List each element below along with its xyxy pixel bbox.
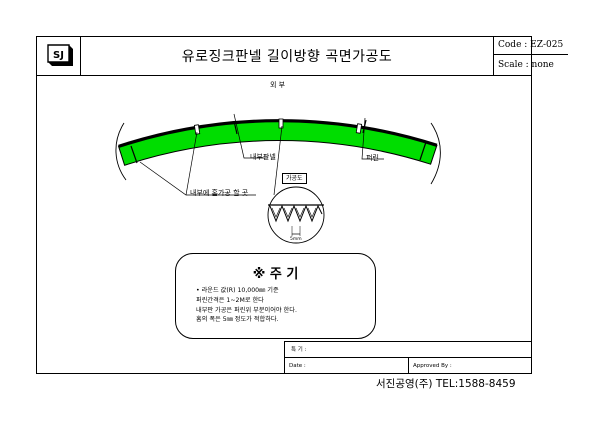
note-line: 내부판 가공은 퍼린위 부분이어야 한다. — [196, 306, 297, 314]
groove-marks — [193, 118, 363, 135]
detail-label: 가공도 — [282, 173, 307, 184]
date-field: Date : — [285, 358, 409, 374]
curved-panel-body — [117, 120, 438, 166]
outer-label: 외 부 — [270, 81, 286, 89]
info-block: 특 기 : Date : Approved By : — [284, 341, 532, 374]
title-block: SJ 유로징크판넬 길이방향 곡면가공도 Code : EZ-025 Scale… — [36, 36, 568, 76]
notes-title: ※ 주 기 — [252, 267, 299, 282]
detail-groove-zigzag — [269, 204, 323, 223]
note-line: 퍼린간격은 1~2M로 한다 — [196, 296, 264, 304]
logo-text: SJ — [53, 50, 64, 61]
logo-cell: SJ — [36, 36, 81, 75]
company-contact: 서진공영(주) TEL:1588-8459 — [376, 378, 516, 390]
drawing-scale: Scale : none — [498, 60, 554, 70]
left-break-line — [115, 122, 127, 181]
detail-dimension: 5mm — [290, 237, 302, 242]
right-break-line — [430, 122, 441, 185]
approved-by-field: Approved By : — [413, 363, 452, 369]
purlin-label: 퍼린 — [366, 154, 379, 162]
groove-label: 내부에 홈가공 할 곳 — [190, 189, 249, 197]
remarks-field: 특 기 : — [285, 342, 532, 358]
drawing-code: Code : EZ-025 — [494, 36, 568, 55]
company-logo-icon: SJ — [47, 44, 73, 66]
inner-panel-label: 내부판넬 — [250, 153, 276, 161]
notes-box: ※ 주 기 • 라운드 값(R) 10,000㎜ 기준 퍼린간격은 1~2M로 … — [175, 253, 376, 339]
outer-skin-line — [118, 119, 438, 148]
notes-body: • 라운드 값(R) 10,000㎜ 기준 퍼린간격은 1~2M로 한다 내부판… — [196, 286, 297, 325]
leader-lines — [139, 113, 384, 196]
detail-groove-inner — [271, 207, 317, 218]
detail-circle — [267, 186, 325, 244]
note-line: • 라운드 값(R) 10,000㎜ 기준 — [196, 287, 279, 294]
drawing-title: 유로징크판넬 길이방향 곡면가공도 — [81, 36, 494, 75]
note-line: 홈의 폭은 5㎜ 정도가 적합하다. — [196, 316, 279, 324]
